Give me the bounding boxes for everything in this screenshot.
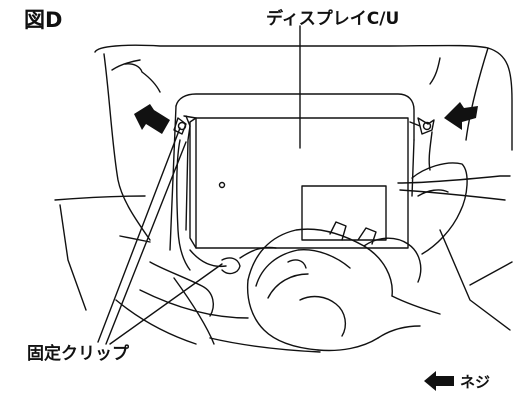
fixing-clip-label: 固定クリップ xyxy=(27,344,129,364)
screw-legend-label: ネジ xyxy=(460,372,491,391)
left-clip-assembly xyxy=(173,115,191,271)
display-unit-label: ディスプレイC/U xyxy=(266,9,400,29)
black-left-arrow-icon xyxy=(134,102,478,134)
screw-legend-arrow-icon xyxy=(424,371,454,391)
right-clip-assembly xyxy=(411,117,468,255)
display-unit xyxy=(183,115,421,249)
clip-leader-lines xyxy=(97,127,223,345)
screw-legend: ネジ xyxy=(424,370,490,392)
figure-label: 図D xyxy=(24,8,63,32)
cable-harness xyxy=(149,246,277,345)
dashboard-outline xyxy=(54,44,513,353)
hands-with-cloth xyxy=(246,221,441,352)
